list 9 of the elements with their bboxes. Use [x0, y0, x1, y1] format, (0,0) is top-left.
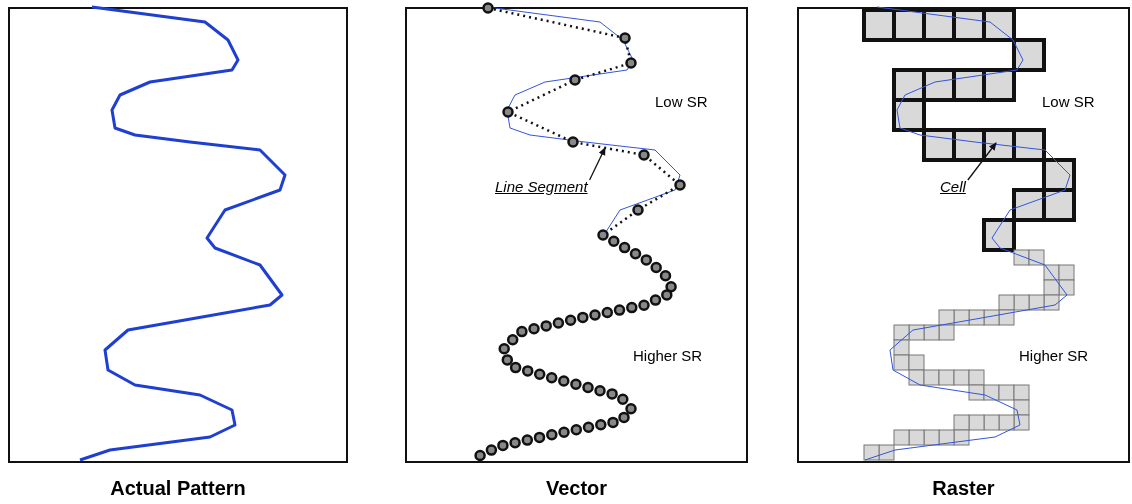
resolution-label: Low SR	[1042, 93, 1095, 110]
resolution-label: Higher SR	[1019, 347, 1089, 364]
panel-title: Raster	[931, 477, 996, 500]
resolution-label: Higher SR	[633, 347, 703, 364]
leader-label: Line Segment	[495, 178, 588, 195]
leader-label: Cell	[940, 178, 966, 195]
resolution-label: Low SR	[655, 93, 708, 110]
panel-title: Vector	[544, 477, 609, 500]
panel-title: Actual Pattern	[109, 477, 247, 500]
